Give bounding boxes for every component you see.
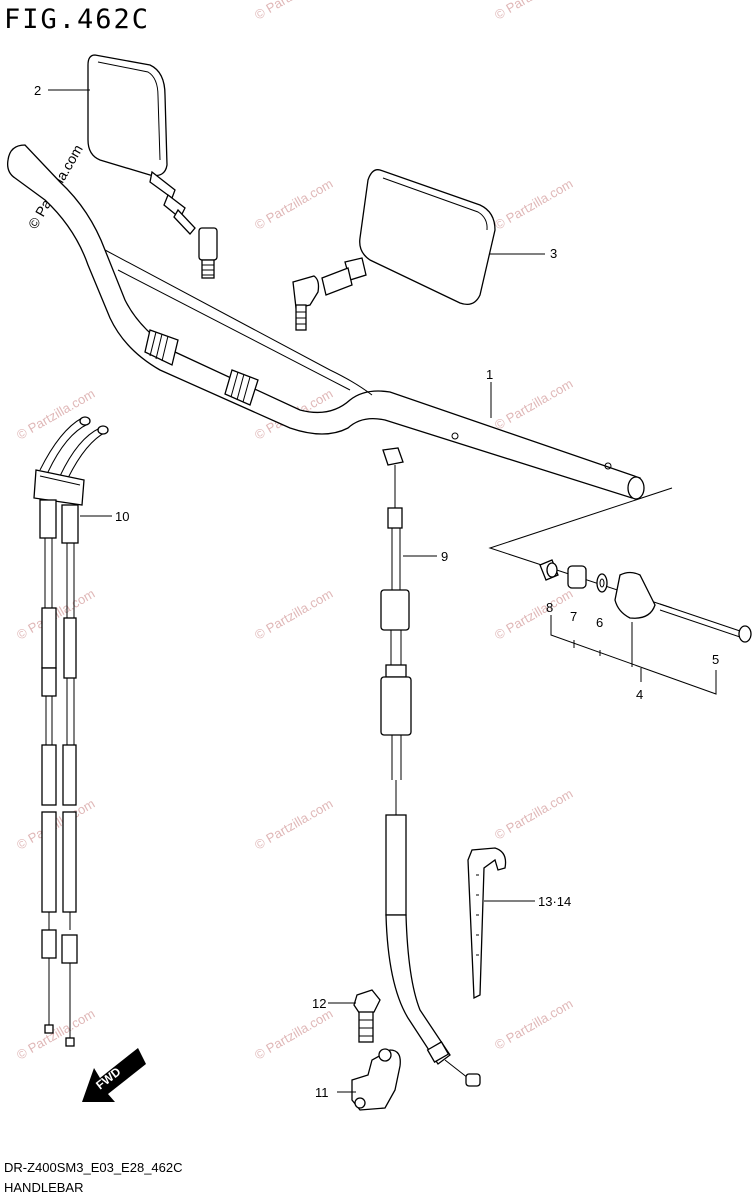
fwd-arrow: FWD xyxy=(82,1048,146,1102)
watermark: © Partzilla.com xyxy=(252,586,335,643)
handlebar[interactable] xyxy=(7,144,645,500)
callout-13-14: 13·14 xyxy=(538,894,571,909)
bar-end-collar[interactable] xyxy=(539,559,559,581)
watermark: © Partzilla.com xyxy=(492,376,575,433)
watermark: © Partzilla.com xyxy=(252,1006,335,1063)
right-mirror[interactable] xyxy=(292,169,496,331)
callout-8: 8 xyxy=(546,600,553,615)
watermark: © Partzilla.com xyxy=(252,176,335,233)
watermark: © Partzilla.com xyxy=(14,386,97,443)
bar-end-weight[interactable] xyxy=(614,571,656,619)
throttle-cables[interactable] xyxy=(33,416,109,1047)
callout-3: 3 xyxy=(550,246,557,261)
callout-6: 6 xyxy=(596,615,603,630)
watermark: © Partzilla.com xyxy=(252,796,335,853)
figure-title: FIG.462C xyxy=(4,4,151,35)
watermark: © Partzilla.com xyxy=(492,586,575,643)
callout-5: 5 xyxy=(712,652,719,667)
cable-guide[interactable] xyxy=(351,1048,401,1111)
clutch-cable[interactable] xyxy=(380,447,481,1087)
watermark: © Partzilla.com xyxy=(492,786,575,843)
guide-bolt[interactable] xyxy=(353,989,381,1043)
left-mirror[interactable] xyxy=(87,54,218,279)
callout-4: 4 xyxy=(636,687,643,702)
bar-end-screw[interactable] xyxy=(659,603,752,643)
callout-7: 7 xyxy=(570,609,577,624)
bar-end-rubber[interactable] xyxy=(567,565,587,589)
bar-end-washer[interactable] xyxy=(596,573,608,593)
watermark: © Partzilla.com xyxy=(252,0,335,23)
section-name: HANDLEBAR xyxy=(4,1180,84,1195)
callout-12: 12 xyxy=(312,996,326,1011)
watermark: © Partzilla.com xyxy=(492,176,575,233)
callout-2: 2 xyxy=(34,83,41,98)
callout-11: 11 xyxy=(315,1085,329,1100)
callout-10: 10 xyxy=(115,509,129,524)
callout-9: 9 xyxy=(441,549,448,564)
bar-end-weight-assembly[interactable] xyxy=(539,559,752,643)
model-code: DR-Z400SM3_E03_E28_462C xyxy=(4,1160,183,1175)
watermark: © Partzilla.com xyxy=(492,996,575,1053)
watermark: © Partzilla.com xyxy=(492,0,575,23)
callout-1: 1 xyxy=(486,367,493,382)
watermark: © Partzilla.com xyxy=(14,1006,97,1063)
clamp-band[interactable] xyxy=(467,847,507,1000)
